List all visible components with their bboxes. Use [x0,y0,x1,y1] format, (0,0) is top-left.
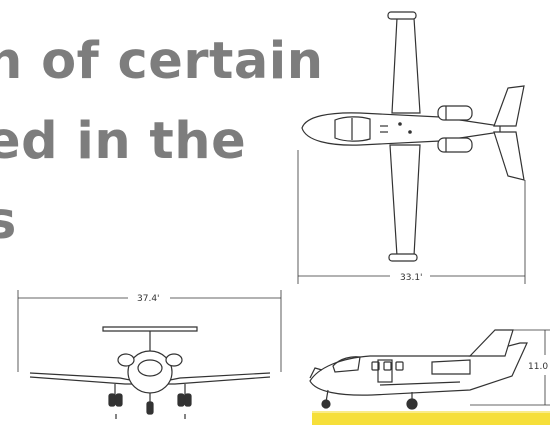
front-view-aircraft [29,326,271,419]
side-view-height-dimension [470,329,550,406]
top-view-aircraft [301,11,525,262]
side-view-height-label: 11.0 [528,362,548,372]
heading-line-2: ed in the [0,112,247,171]
heading-line-3: s [0,192,17,251]
heading-line-1: n of certain [0,32,324,91]
yellow-banner [312,411,550,425]
side-view-aircraft [309,329,528,410]
front-view-span-dimension [17,290,282,372]
top-view-span-label: 33.1' [400,273,423,283]
top-view-span-dimension [297,150,526,284]
front-view-span-label: 37.4' [137,294,160,304]
